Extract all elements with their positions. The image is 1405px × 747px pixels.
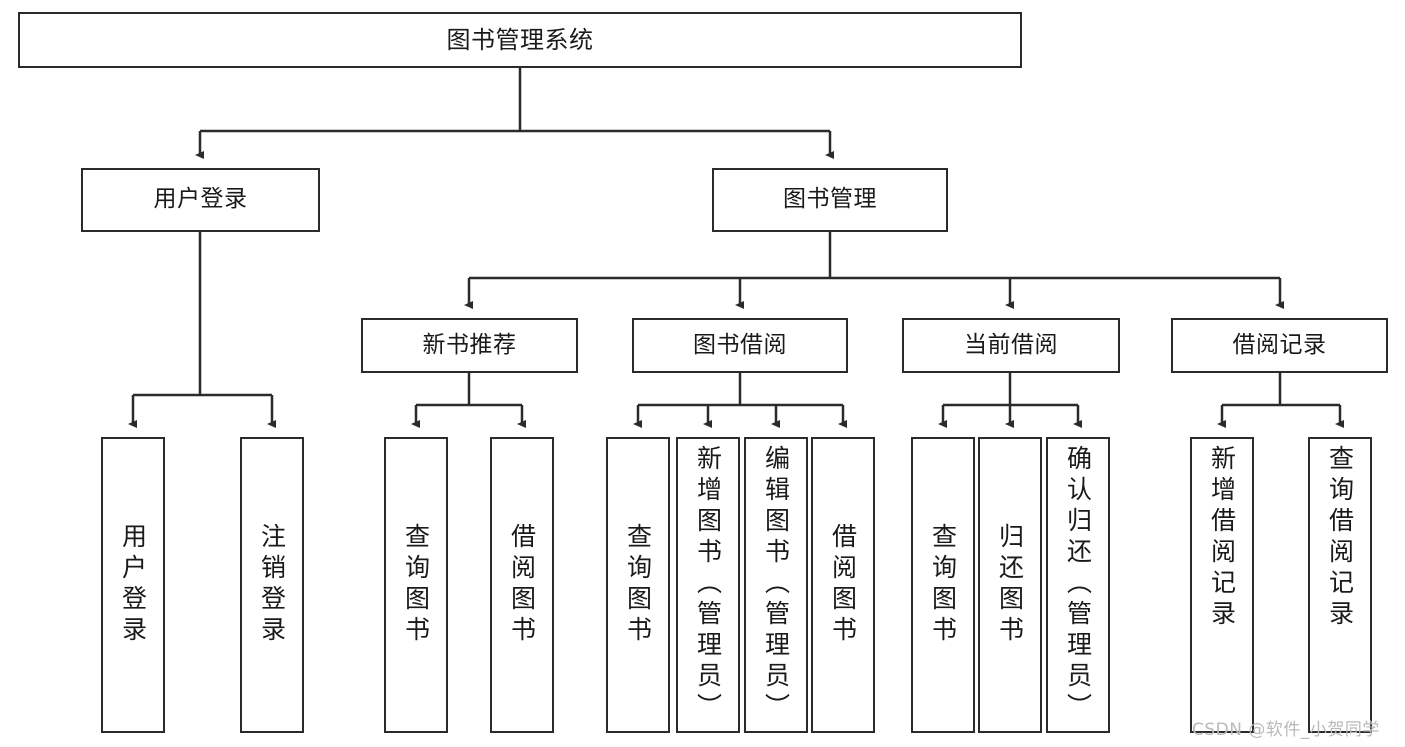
watermark-text: CSDN @软件_小贺同学 xyxy=(1192,720,1380,740)
node-label: 查询图书 xyxy=(623,523,653,647)
leaf-recommend-query-book[interactable]: 查询图书 xyxy=(384,437,448,733)
node-label: 查询图书 xyxy=(401,523,431,647)
node-label: 当前借阅 xyxy=(964,331,1058,358)
leaf-borrow-edit-book-admin[interactable]: 编辑图书（管理员） xyxy=(744,437,808,733)
node-label: 新增图书（管理员） xyxy=(693,445,723,724)
node-current-borrow[interactable]: 当前借阅 xyxy=(902,318,1120,373)
leaf-borrow-add-book-admin[interactable]: 新增图书（管理员） xyxy=(676,437,740,733)
node-borrow-record[interactable]: 借阅记录 xyxy=(1171,318,1388,373)
node-label: 用户登录 xyxy=(153,186,248,213)
node-book-borrow[interactable]: 图书借阅 xyxy=(632,318,848,373)
node-label: 借阅图书 xyxy=(507,523,537,647)
node-label: 用户登录 xyxy=(118,523,148,647)
node-label: 借阅图书 xyxy=(828,523,858,647)
leaf-user-logout[interactable]: 注销登录 xyxy=(240,437,304,733)
node-label: 确认归还（管理员） xyxy=(1063,445,1093,724)
node-user-login[interactable]: 用户登录 xyxy=(81,168,320,232)
node-label: 新书推荐 xyxy=(422,331,517,358)
node-label: 新增借阅记录 xyxy=(1207,445,1237,631)
node-new-book-recommend[interactable]: 新书推荐 xyxy=(361,318,578,373)
node-book-management[interactable]: 图书管理 xyxy=(712,168,948,232)
node-root-system[interactable]: 图书管理系统 xyxy=(18,12,1022,68)
leaf-record-query-borrow-record[interactable]: 查询借阅记录 xyxy=(1308,437,1372,733)
leaf-recommend-borrow-book[interactable]: 借阅图书 xyxy=(490,437,554,733)
csdn-watermark: CSDN @软件_小贺同学 xyxy=(1192,715,1380,740)
leaf-current-return-book[interactable]: 归还图书 xyxy=(978,437,1042,733)
leaf-borrow-query-book[interactable]: 查询图书 xyxy=(606,437,670,733)
node-label: 编辑图书（管理员） xyxy=(761,445,791,724)
node-label: 借阅记录 xyxy=(1232,331,1327,358)
leaf-current-confirm-return-admin[interactable]: 确认归还（管理员） xyxy=(1046,437,1110,733)
leaf-borrow-borrow-book[interactable]: 借阅图书 xyxy=(811,437,875,733)
node-label: 图书管理 xyxy=(783,186,877,213)
node-label: 查询借阅记录 xyxy=(1325,445,1355,631)
node-label: 注销登录 xyxy=(257,523,287,647)
leaf-record-add-borrow-record[interactable]: 新增借阅记录 xyxy=(1190,437,1254,733)
node-label: 查询图书 xyxy=(928,523,958,647)
node-label: 图书借阅 xyxy=(693,331,787,358)
leaf-user-login[interactable]: 用户登录 xyxy=(101,437,165,733)
node-label: 图书管理系统 xyxy=(446,25,594,54)
node-label: 归还图书 xyxy=(995,523,1025,647)
leaf-current-query-book[interactable]: 查询图书 xyxy=(911,437,975,733)
